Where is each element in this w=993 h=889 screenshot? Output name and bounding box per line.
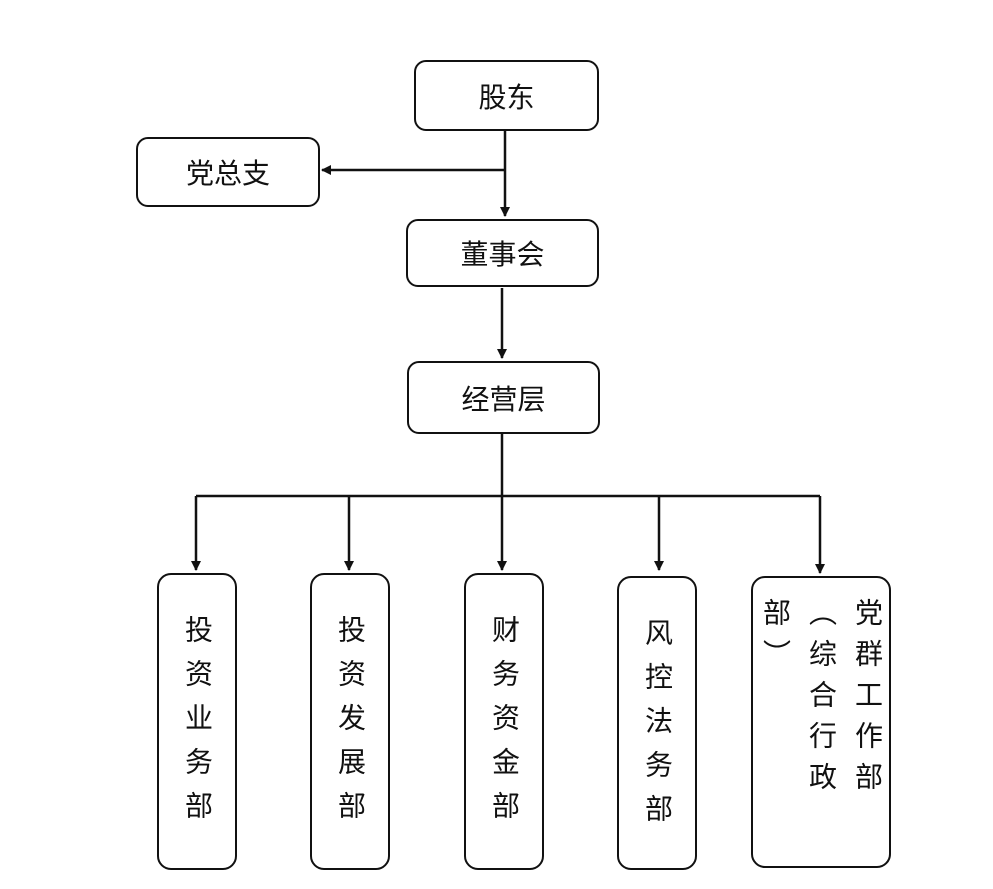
- node-board: 董事会: [406, 219, 599, 287]
- dept-risk-legal-label: 风控法务部: [641, 618, 674, 838]
- node-management-label: 经营层: [461, 382, 546, 416]
- node-party-branch-label: 党总支: [185, 157, 270, 190]
- node-shareholders-label: 股东: [478, 80, 535, 114]
- node-board-label: 董事会: [460, 238, 545, 271]
- node-shareholders: 股东: [414, 60, 599, 131]
- dept-investment-development: 投资发展部: [310, 573, 390, 870]
- dept-finance-label: 财务资金部: [488, 615, 521, 835]
- dept-party-admin-label: 党群工作部（综合行政部）: [759, 598, 884, 803]
- dept-investment-business-label: 投资业务部: [181, 615, 214, 835]
- dept-risk-legal: 风控法务部: [617, 576, 697, 870]
- node-party-branch: 党总支: [136, 137, 320, 207]
- dept-investment-business: 投资业务部: [157, 573, 237, 870]
- dept-finance: 财务资金部: [464, 573, 544, 870]
- dept-party-admin: 党群工作部（综合行政部）: [751, 576, 891, 868]
- dept-investment-development-label: 投资发展部: [334, 615, 367, 835]
- node-management: 经营层: [407, 361, 600, 434]
